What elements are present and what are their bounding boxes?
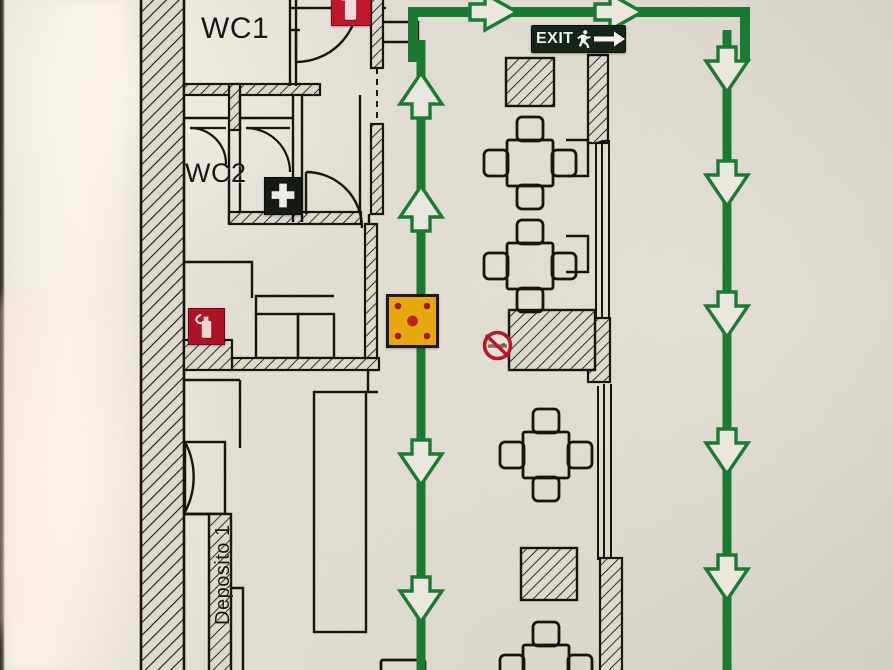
table-fragment-bottom-left bbox=[379, 658, 427, 670]
arrow-down-r1 bbox=[702, 45, 752, 96]
arrow-down-r4 bbox=[702, 427, 752, 478]
wall-corridor-right-upper bbox=[369, 0, 420, 216]
room-label-wc1: WC1 bbox=[201, 12, 270, 45]
room-label-wc2: WC2 bbox=[185, 158, 247, 188]
room-wc2 bbox=[184, 82, 371, 229]
arrow-right-1 bbox=[468, 0, 521, 33]
fire-extinguisher-sign bbox=[331, 0, 371, 26]
no-smoking-sign bbox=[482, 330, 513, 361]
arrow-down-l2 bbox=[396, 575, 446, 626]
arrow-right-2 bbox=[593, 0, 646, 33]
arrow-up-1 bbox=[396, 69, 446, 120]
table-group bbox=[482, 115, 594, 670]
room-deposito-1 bbox=[183, 378, 368, 670]
exit-arrow-right-icon bbox=[593, 31, 625, 47]
room-central-service bbox=[182, 222, 381, 394]
room-label-deposito-1: Deposito 1 bbox=[212, 524, 234, 625]
arrow-down-l1 bbox=[396, 438, 446, 489]
hall-columns bbox=[504, 56, 597, 602]
fire-extinguisher-icon bbox=[195, 314, 213, 339]
exit-sign: EXIT bbox=[531, 25, 626, 53]
arrow-down-r2 bbox=[702, 159, 752, 210]
arrow-up-2 bbox=[396, 182, 446, 233]
escape-route-arrows bbox=[396, 0, 752, 626]
first-aid-sign bbox=[264, 177, 302, 215]
wall-left-main bbox=[139, 0, 186, 670]
fire-extinguisher-icon bbox=[341, 0, 358, 21]
escape-route-top bbox=[408, 7, 750, 62]
prohibition-icon bbox=[482, 330, 513, 361]
exit-sign-label: EXIT bbox=[536, 30, 574, 47]
fire-extinguisher-sign bbox=[188, 308, 225, 345]
arrow-down-r3 bbox=[702, 290, 752, 341]
marker-dots-icon bbox=[394, 302, 431, 340]
first-aid-cross-icon bbox=[271, 183, 295, 208]
running-man-icon bbox=[576, 30, 591, 48]
arrow-down-r5 bbox=[702, 553, 752, 604]
assembly-marker-sign bbox=[386, 294, 439, 348]
